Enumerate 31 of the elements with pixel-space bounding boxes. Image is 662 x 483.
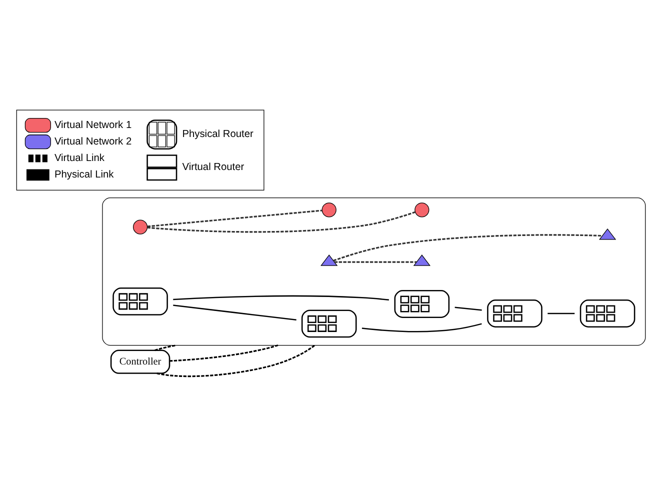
connector bbox=[173, 304, 296, 320]
connector bbox=[548, 312, 575, 314]
node-box bbox=[487, 299, 542, 327]
node-box bbox=[580, 299, 636, 327]
legend-label: Virtual Network 2 bbox=[54, 136, 132, 147]
node-box bbox=[112, 286, 168, 315]
legend-label: Virtual Network 1 bbox=[54, 119, 132, 130]
legend-label: Virtual Link bbox=[54, 152, 105, 164]
node-triangle bbox=[413, 254, 430, 266]
legend-label: Virtual Router bbox=[182, 162, 244, 173]
node-box bbox=[301, 309, 357, 338]
connector bbox=[362, 322, 482, 332]
node-circle bbox=[414, 202, 430, 217]
connector bbox=[173, 294, 389, 300]
connector bbox=[154, 344, 176, 351]
node-triangle bbox=[598, 228, 616, 240]
connector bbox=[334, 260, 416, 262]
legend-label: Physical Router bbox=[182, 128, 254, 140]
node-box bbox=[394, 290, 450, 318]
connector bbox=[147, 209, 322, 227]
node-triangle bbox=[320, 254, 338, 266]
cluster bbox=[102, 197, 646, 346]
node-circle bbox=[322, 202, 336, 217]
connector bbox=[147, 210, 416, 232]
connector bbox=[170, 344, 278, 362]
connector bbox=[454, 306, 482, 310]
legend-label: Physical Link bbox=[54, 168, 114, 180]
connector bbox=[156, 344, 316, 377]
node-box: Controller bbox=[110, 349, 170, 374]
node-circle bbox=[132, 219, 148, 234]
connector bbox=[333, 234, 602, 261]
